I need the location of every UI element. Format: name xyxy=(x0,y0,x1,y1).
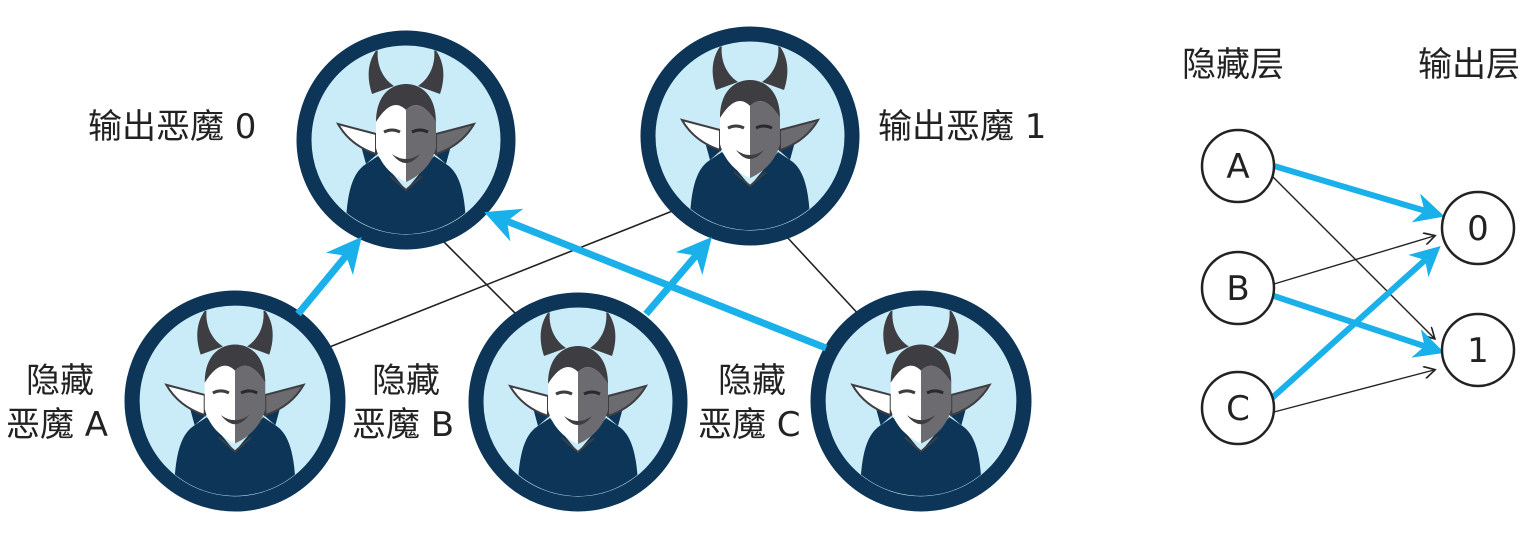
arrow-b-to-1 xyxy=(643,237,712,317)
label-hidden-demon-b-l1: 隐藏 xyxy=(372,361,440,401)
label-hidden-demon-b-l2: 恶魔 B xyxy=(352,405,454,445)
label-hidden-demon-a-l1: 隐藏 xyxy=(26,361,94,401)
edge-small-a-1 xyxy=(1271,175,1434,338)
weak-connections xyxy=(321,207,863,351)
node-a-label: A xyxy=(1226,147,1249,187)
edge-small-b-0 xyxy=(1273,236,1434,285)
arrow-c-to-0 xyxy=(484,208,828,352)
label-output-demon-1: 输出恶魔 1 xyxy=(878,107,1046,147)
edge-c-to-1 xyxy=(785,235,863,319)
output-demon-1 xyxy=(648,34,852,256)
hidden-layer-header: 隐藏层 xyxy=(1182,45,1284,85)
edge-a-to-1 xyxy=(321,207,681,351)
small-node-b: B xyxy=(1200,250,1276,326)
node-c-label: C xyxy=(1226,389,1250,429)
hidden-demon-c xyxy=(818,298,1024,522)
output-layer-header: 输出层 xyxy=(1418,45,1520,85)
hidden-demon-b xyxy=(476,300,680,522)
node-b-label: B xyxy=(1226,269,1249,309)
edge-b-to-0 xyxy=(437,235,521,319)
edge-small-c-1 xyxy=(1273,370,1434,413)
node-0-label: 0 xyxy=(1467,209,1489,249)
small-node-0: 0 xyxy=(1440,190,1516,266)
label-hidden-demon-c-l2: 恶魔 C xyxy=(698,405,801,445)
label-hidden-demon-a-l2: 恶魔 A xyxy=(6,405,108,445)
small-node-c: C xyxy=(1200,370,1276,446)
label-output-demon-0: 输出恶魔 0 xyxy=(88,107,256,147)
label-hidden-demon-c-l1: 隐藏 xyxy=(718,361,786,401)
strong-connections xyxy=(295,208,828,352)
output-demon-0 xyxy=(304,38,508,260)
small-network-edges xyxy=(1269,163,1445,413)
hidden-demon-a xyxy=(132,298,338,522)
arrow-a-to-0 xyxy=(295,236,362,317)
small-node-a: A xyxy=(1200,128,1276,204)
node-1-label: 1 xyxy=(1467,331,1489,371)
edge-small-c-0 xyxy=(1269,245,1441,401)
edge-small-a-0 xyxy=(1273,163,1445,223)
small-node-1: 1 xyxy=(1440,312,1516,388)
